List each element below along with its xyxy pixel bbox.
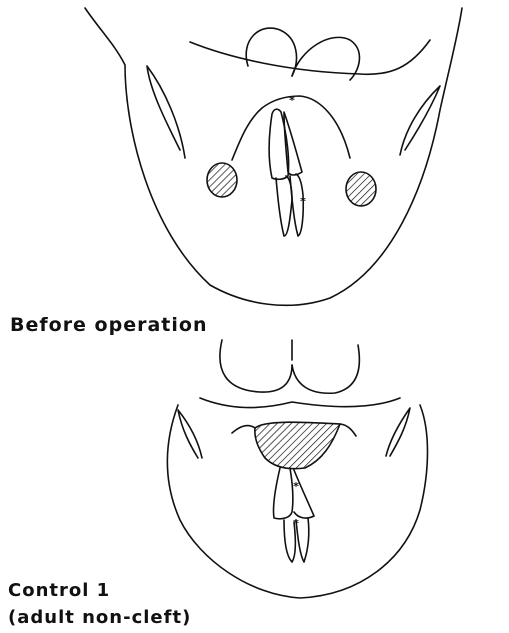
control-lip-left-bump: [220, 340, 292, 392]
control-hatched-region: [255, 422, 340, 468]
before-lip-left-bump: [246, 28, 296, 76]
control-upper-right-tooth: [294, 470, 314, 518]
control-lip-right-bump: [292, 345, 359, 393]
control-asterisk-top: *: [293, 480, 299, 493]
before-asterisk-top: *: [289, 94, 295, 107]
control-left-cheek: [178, 410, 202, 458]
before-left-nostril: [207, 163, 237, 197]
before-lower-left-tooth: [276, 176, 292, 236]
before-asterisk-side: *: [300, 195, 306, 208]
before-right-nostril: [346, 172, 376, 206]
before-right-cheek: [400, 86, 440, 155]
control-asterisk-bottom: *: [293, 517, 299, 530]
control-lip-line: [200, 398, 400, 408]
control-subtitle-label: (adult non-cleft): [8, 607, 191, 628]
control-right-cheek: [386, 408, 410, 456]
control-title-label: Control 1: [8, 580, 110, 601]
before-left-cheek: [147, 66, 185, 158]
control-upper-left-tooth: [273, 468, 292, 519]
before-operation-face: [85, 8, 462, 305]
before-operation-label: Before operation: [10, 314, 207, 336]
before-lip-line: [190, 40, 430, 74]
before-face-outline: [85, 8, 462, 305]
